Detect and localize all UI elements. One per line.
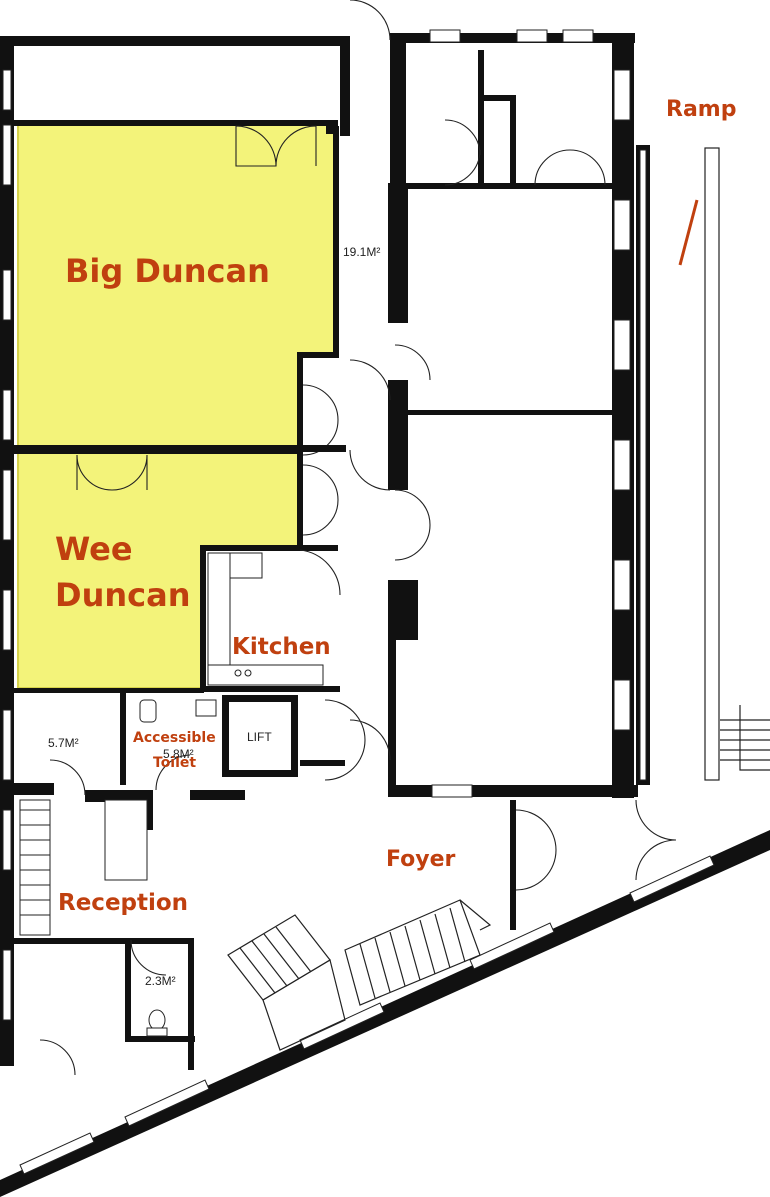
label-reception: Reception bbox=[58, 890, 188, 916]
area-reception-store: 5.7M² bbox=[48, 736, 79, 750]
area-wc: 2.3M² bbox=[145, 974, 176, 988]
label-accessible-2: Toilet bbox=[153, 755, 196, 771]
partition-wall bbox=[14, 445, 300, 454]
label-lift: LIFT bbox=[247, 730, 272, 744]
label-ramp: Ramp bbox=[666, 97, 736, 122]
wall-left bbox=[0, 36, 14, 1066]
label-wee-duncan-2: Duncan bbox=[55, 576, 190, 614]
label-kitchen: Kitchen bbox=[232, 634, 331, 660]
wall-right-block-north bbox=[390, 33, 635, 43]
area-corridor: 19.1M² bbox=[343, 245, 380, 259]
label-wee-duncan-1: Wee bbox=[55, 530, 133, 568]
staircase bbox=[227, 899, 492, 1051]
area-toilet: 5.8M² bbox=[163, 747, 194, 761]
label-big-duncan: Big Duncan bbox=[65, 252, 270, 290]
wall-top-left bbox=[0, 36, 350, 46]
ramp bbox=[704, 147, 720, 781]
label-accessible-1: Accessible bbox=[133, 730, 216, 746]
ramp-indicator bbox=[678, 199, 699, 266]
label-foyer: Foyer bbox=[386, 847, 456, 872]
wall-south-diagonal bbox=[0, 830, 770, 1197]
